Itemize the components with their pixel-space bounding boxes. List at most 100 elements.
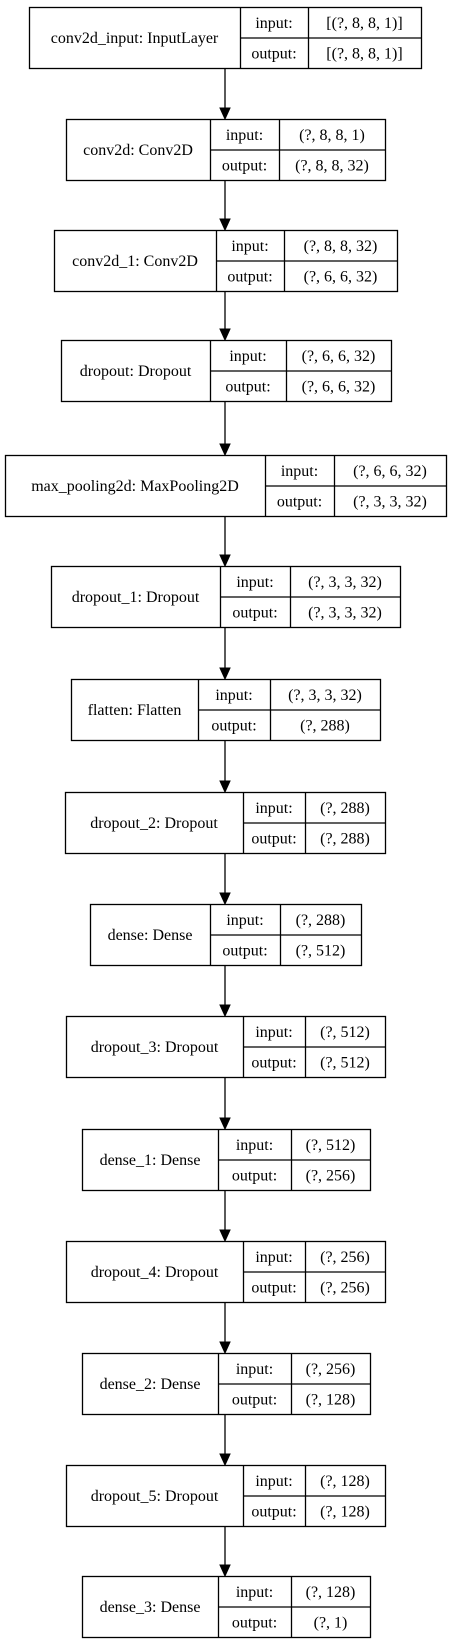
layer-name: dropout_3: Dropout: [91, 1039, 219, 1056]
layer-node: conv2d_input: InputLayer input: output: [(?…: [28, 6, 423, 70]
input-label: input:: [236, 1137, 273, 1154]
arrowhead-icon: [219, 1004, 231, 1018]
layer-node: dropout: Dropout input: output: (?, 6, 6, 3…: [60, 339, 393, 403]
output-label: output:: [251, 1503, 296, 1520]
edge-arrow: [219, 68, 231, 121]
arrowhead-icon: [219, 554, 231, 568]
output-label: output:: [232, 1614, 277, 1631]
layer-name: dense_1: Dense: [100, 1152, 201, 1169]
diagram-nodes: conv2d_input: InputLayer input: output: [(?…: [4, 6, 448, 1639]
layer-name: dropout_5: Dropout: [91, 1488, 219, 1505]
output-shape: (?, 1): [314, 1614, 348, 1631]
arrowhead-icon: [219, 218, 231, 232]
input-label: input:: [226, 127, 263, 144]
arrowhead-icon: [219, 107, 231, 121]
input-label: input:: [236, 1361, 273, 1378]
diagram-edges: [219, 68, 231, 1578]
input-shape: (?, 8, 8, 1): [299, 127, 365, 144]
edge-arrow: [219, 965, 231, 1018]
input-label: input:: [231, 238, 268, 255]
input-label: input:: [255, 15, 292, 32]
edge-arrow: [219, 516, 231, 568]
output-label: output:: [251, 1279, 296, 1296]
input-shape: (?, 128): [320, 1473, 370, 1490]
input-shape: (?, 288): [296, 912, 346, 929]
edge-arrow: [219, 853, 231, 906]
arrowhead-icon: [219, 1117, 231, 1131]
input-label: input:: [281, 463, 318, 480]
arrowhead-icon: [219, 1229, 231, 1243]
layer-name: conv2d_input: InputLayer: [51, 30, 219, 47]
output-shape: (?, 6, 6, 32): [304, 268, 378, 285]
output-shape: (?, 256): [306, 1167, 356, 1184]
input-shape: [(?, 8, 8, 1)]: [326, 15, 402, 32]
arrowhead-icon: [219, 667, 231, 681]
output-label: output:: [211, 717, 256, 734]
edge-arrow: [219, 1077, 231, 1131]
layer-node: max_pooling2d: MaxPooling2Dinput:output:…: [4, 454, 448, 518]
input-label: input:: [236, 574, 273, 591]
input-label: input:: [226, 912, 263, 929]
layer-name: conv2d: Conv2D: [83, 142, 193, 159]
output-shape: (?, 512): [296, 942, 346, 959]
input-label: input:: [236, 1584, 273, 1601]
layer-name: dropout: Dropout: [80, 363, 192, 380]
input-shape: (?, 128): [306, 1584, 356, 1601]
output-shape: (?, 8, 8, 32): [295, 157, 369, 174]
arrowhead-icon: [219, 1453, 231, 1467]
output-shape: (?, 288): [320, 830, 370, 847]
layer-name: dropout_4: Dropout: [91, 1264, 219, 1281]
layer-name: dropout_2: Dropout: [90, 815, 218, 832]
edge-arrow: [219, 1190, 231, 1243]
output-label: output:: [225, 378, 270, 395]
edge-arrow: [219, 291, 231, 342]
input-shape: (?, 256): [306, 1361, 356, 1378]
input-label: input:: [215, 687, 252, 704]
output-shape: (?, 3, 3, 32): [353, 493, 427, 510]
input-shape: (?, 3, 3, 32): [308, 574, 382, 591]
edge-arrow: [219, 740, 231, 794]
arrowhead-icon: [219, 443, 231, 457]
input-label: input:: [255, 1249, 292, 1266]
output-label: output:: [251, 45, 296, 62]
input-shape: (?, 3, 3, 32): [288, 687, 362, 704]
edge-arrow: [219, 401, 231, 457]
edge-arrow: [219, 1302, 231, 1355]
input-shape: (?, 512): [306, 1137, 356, 1154]
input-shape: (?, 6, 6, 32): [302, 348, 376, 365]
input-shape: (?, 512): [320, 1024, 370, 1041]
output-label: output:: [251, 1054, 296, 1071]
output-shape: (?, 256): [320, 1279, 370, 1296]
input-shape: (?, 6, 6, 32): [353, 463, 427, 480]
layer-node: dense_2: Dense input: output: (?, 256) (?, 1…: [81, 1352, 372, 1416]
output-label: output:: [251, 830, 296, 847]
output-shape: (?, 6, 6, 32): [302, 378, 376, 395]
layer-node: dense_3: Dense input: output: (?, 128) (?, 1…: [81, 1575, 372, 1639]
layer-name: dense: Dense: [108, 927, 193, 944]
arrowhead-icon: [219, 1341, 231, 1355]
output-shape: (?, 3, 3, 32): [308, 604, 382, 621]
layer-name: dense_3: Dense: [100, 1599, 201, 1616]
arrowhead-icon: [219, 780, 231, 794]
input-label: input:: [229, 348, 266, 365]
output-label: output:: [222, 942, 267, 959]
output-label: output:: [232, 1391, 277, 1408]
layer-name: dropout_1: Dropout: [72, 589, 200, 606]
input-shape: (?, 8, 8, 32): [304, 238, 378, 255]
output-shape: (?, 128): [306, 1391, 356, 1408]
output-shape: (?, 128): [320, 1503, 370, 1520]
arrowhead-icon: [219, 892, 231, 906]
input-shape: (?, 288): [320, 800, 370, 817]
layer-name: dense_2: Dense: [100, 1376, 201, 1393]
output-label: output:: [227, 268, 272, 285]
arrowhead-icon: [219, 328, 231, 342]
